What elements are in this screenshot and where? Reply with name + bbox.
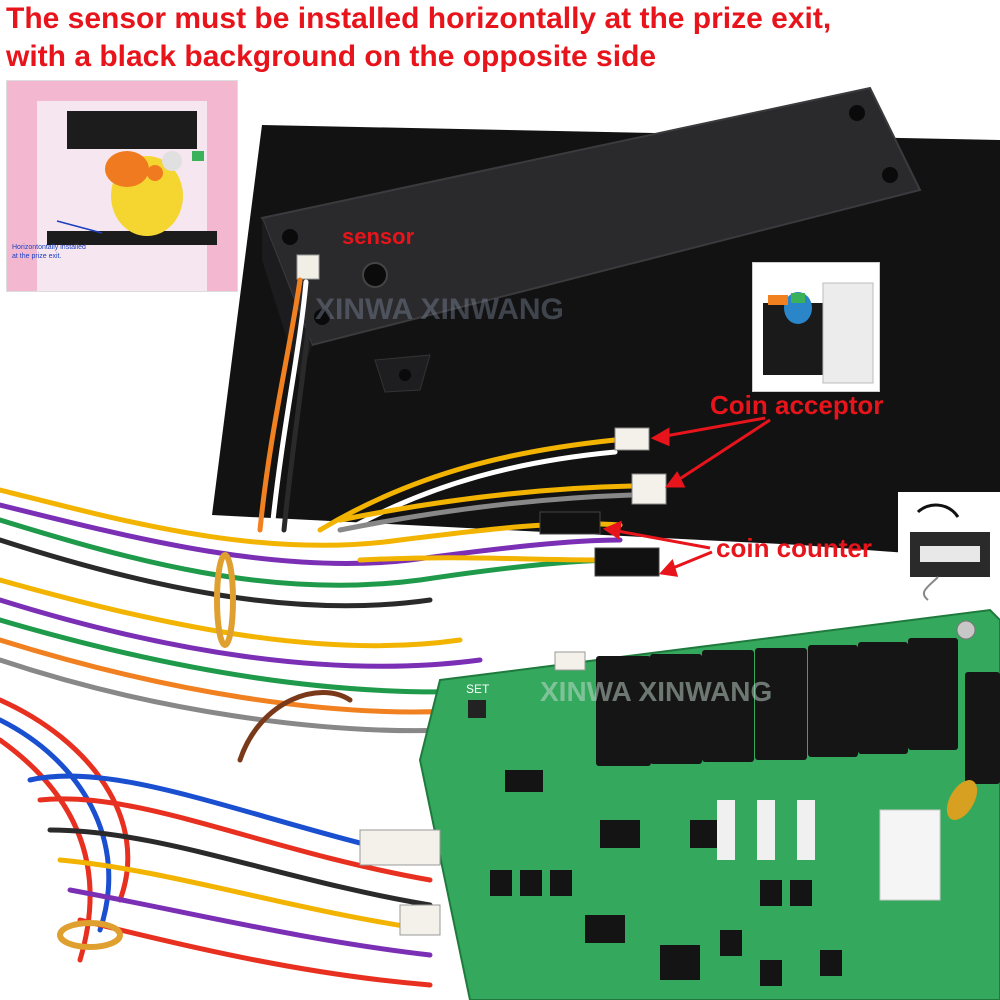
headline: The sensor must be installed horizontall… <box>6 0 996 76</box>
coin-acceptor-label: Coin acceptor <box>710 390 884 420</box>
inset-note-line-2: at the prize exit. <box>12 253 62 260</box>
inset-note: Horizontontally installed at the prize e… <box>12 243 86 261</box>
inset-scene <box>7 81 237 291</box>
coin-counter-connector-1 <box>539 511 601 535</box>
coin-counter-photo <box>898 492 1000 602</box>
headline-line-1: The sensor must be installed horizontall… <box>6 2 832 35</box>
coin-acceptor-connector-1 <box>614 427 650 451</box>
callout-arrows <box>602 416 771 577</box>
ic-chips <box>490 770 842 986</box>
wire-harness <box>0 277 635 988</box>
watermark-board: XINWA XINWANG <box>540 676 773 707</box>
set-button <box>468 700 486 718</box>
headline-line-2: with a black background on the opposite … <box>6 40 657 73</box>
watermark-top: XINWA XINWANG <box>315 293 564 326</box>
inset-installation-photo: Horizontontally installed at the prize e… <box>6 80 238 292</box>
sensor-label: sensor <box>342 224 415 249</box>
coin-acceptor-connector-2 <box>631 473 667 505</box>
inset-note-line-1: Horizontontally installed <box>12 244 86 251</box>
coin-acceptor-photo <box>752 262 880 392</box>
sensor-knob <box>362 262 388 288</box>
set-label: SET <box>466 682 490 696</box>
relay-row <box>596 638 1000 784</box>
coin-counter-connector-2 <box>594 547 660 577</box>
coin-counter-label: coin counter <box>716 533 873 563</box>
coin-counter-image <box>898 492 1000 602</box>
coin-acceptor-image <box>753 263 879 391</box>
